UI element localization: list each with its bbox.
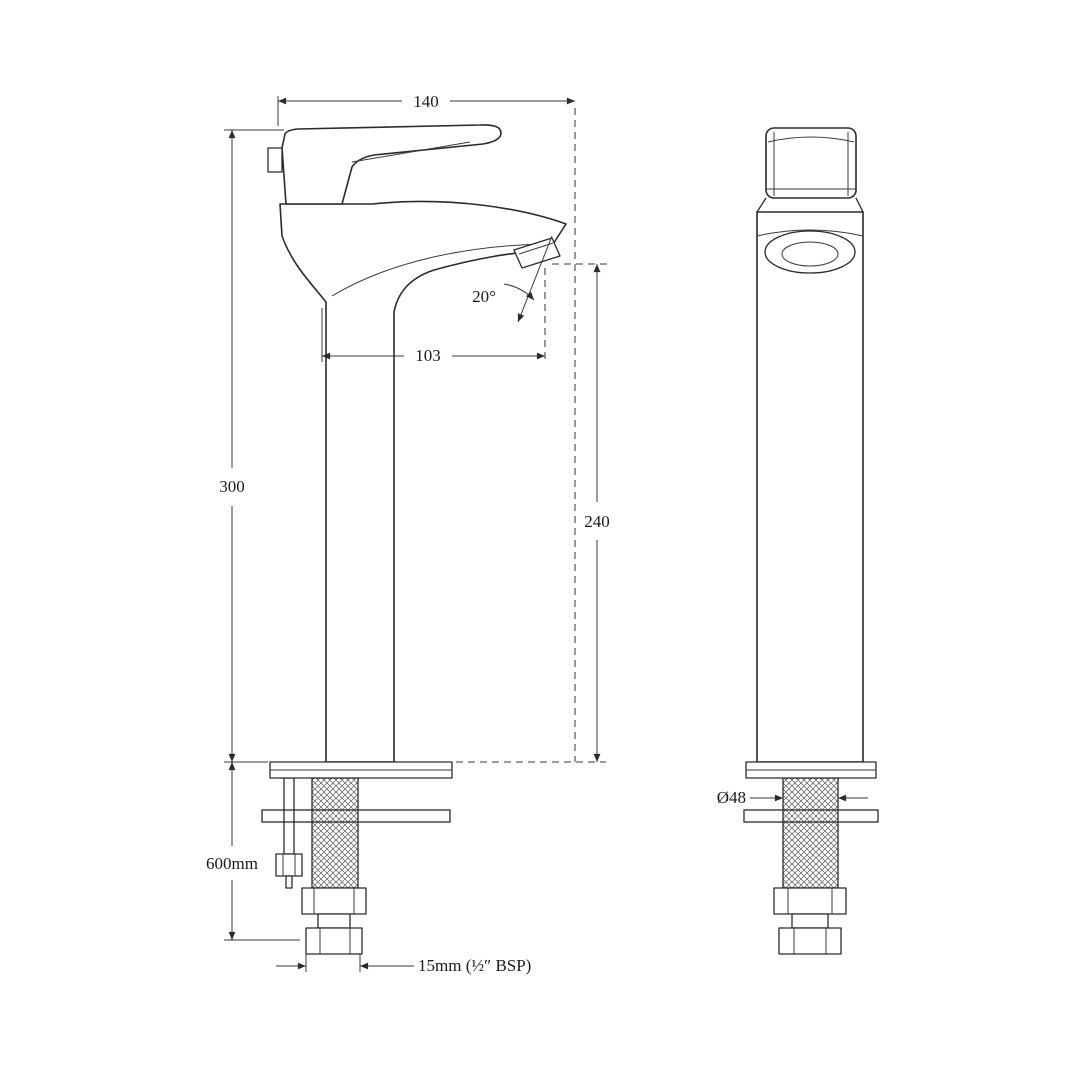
handle-end-cap [267, 147, 283, 173]
handle-lever [281, 124, 502, 205]
reference-lines [321, 108, 608, 763]
spout-inner-curve [331, 243, 543, 297]
angle-construction-line [517, 235, 553, 323]
dim-outlet-height: 240 [584, 264, 610, 762]
base-flange-front [745, 761, 877, 779]
angle-arc [503, 283, 535, 301]
hose-connector-nuts [301, 887, 367, 955]
dim-hose-length-label: 600mm [206, 854, 258, 873]
front-view [743, 127, 879, 955]
base-flange-side [269, 761, 453, 779]
faucet-body-side [279, 200, 567, 763]
dim-body-height: 300 [219, 129, 284, 763]
dim-inlet-thread: 15mm (½″ BSP) [276, 954, 531, 975]
dim-angle-label: 20° [472, 287, 496, 306]
dim-spout-width-label: 140 [413, 92, 439, 111]
dim-body-height-label: 300 [219, 477, 245, 496]
dim-outlet-height-label: 240 [584, 512, 610, 531]
mounting-plate-front [743, 809, 879, 823]
side-view [261, 124, 567, 955]
braided-hose [311, 777, 359, 889]
body-column-front [756, 211, 864, 763]
handle-knob-front [765, 127, 857, 199]
dim-base-diameter: Ø48 [717, 788, 868, 807]
aerator-front [764, 230, 856, 274]
dimensions: 140 103 20° 300 240 600mm [206, 92, 868, 975]
dim-spout-reach-label: 103 [415, 346, 441, 365]
dim-base-diameter-label: Ø48 [717, 788, 746, 807]
dim-spout-width: 140 [277, 92, 575, 126]
dim-spout-reach: 103 [322, 346, 545, 365]
fixing-stud [275, 777, 303, 889]
mounting-plate [261, 809, 451, 823]
hose-connector-nuts-front [773, 887, 847, 955]
dim-hose-length: 600mm [206, 762, 300, 941]
braided-hose-front [782, 777, 839, 889]
collar-band [756, 229, 864, 237]
dim-inlet-thread-label: 15mm (½″ BSP) [418, 956, 531, 975]
